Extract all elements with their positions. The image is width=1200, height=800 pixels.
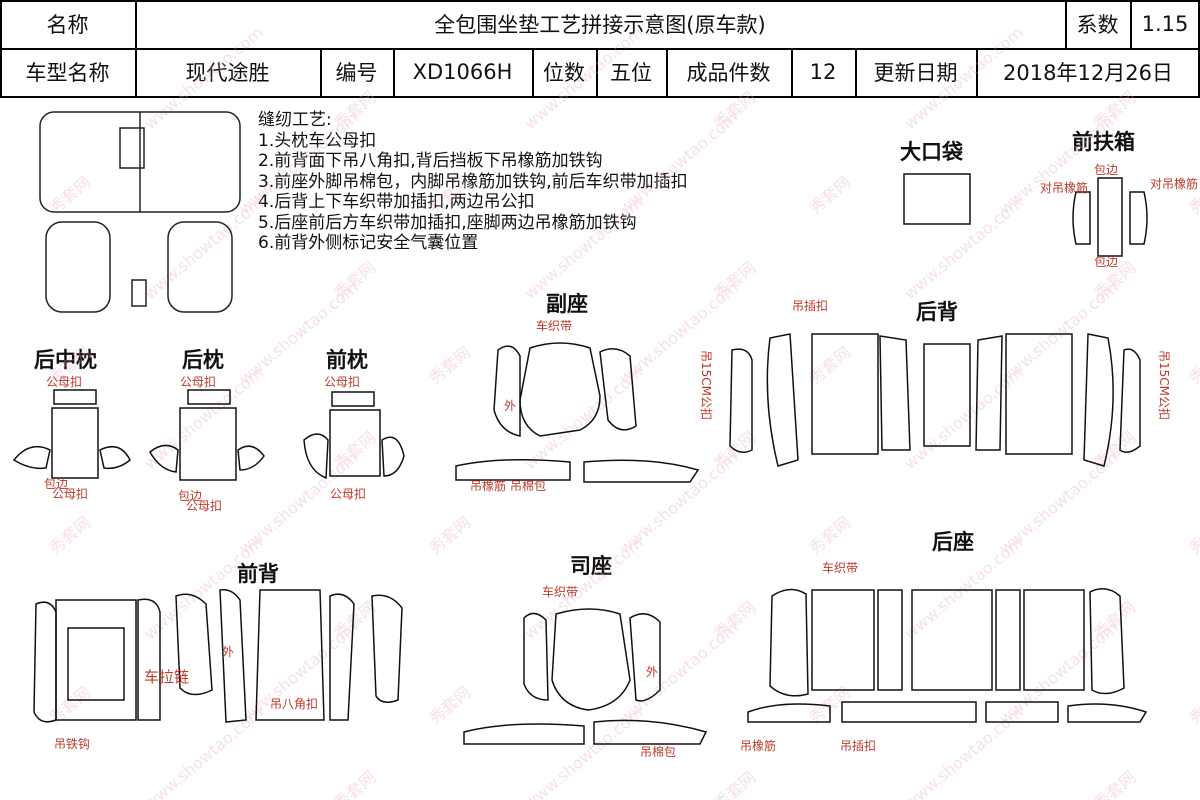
watermark-text: 秀套网 (425, 683, 474, 728)
watermark-text: www.showtao.com (520, 533, 646, 643)
watermark-text: www.showtao.com (900, 703, 1026, 800)
watermark-text: www.showtao.com (520, 703, 646, 800)
watermark-text: 秀套网 (805, 513, 854, 558)
annot-edge-binding: 包边 (44, 477, 68, 491)
title-front-back: 前背 (237, 562, 279, 586)
annot-pull-chain: 车拉链 (144, 668, 189, 686)
watermark-text: www.showtao.com (900, 23, 1026, 133)
annot-car-strap: 车织带 (536, 318, 572, 333)
annot-outer: 外 (646, 665, 658, 679)
front-back-pieces (33, 588, 403, 723)
watermark-text: www.showtao.com (900, 193, 1026, 303)
model-value: 现代途胜 (185, 61, 270, 85)
sewing-notes: 缝纫工艺: 1.头枕车公母扣 2.前背面下吊八角扣,背后挡板下吊橡筋加铁钩 3.… (258, 110, 688, 254)
watermark-text: www.showtao.com (520, 193, 646, 303)
title-rear-seat: 后座 (932, 530, 974, 554)
note-item: 1.头枕车公母扣 (258, 130, 377, 151)
watermark-text: 秀套网 (425, 343, 474, 388)
watermark-text: www.showtao.com (140, 193, 266, 303)
annot-male-female-snap: 公母扣 (330, 487, 366, 501)
seat-overview-sketch (39, 111, 241, 313)
note-item: 4.后背上下车织带加插扣,两边吊公扣 (258, 192, 535, 212)
rear-seat-pieces (747, 588, 1148, 723)
date-label: 更新日期 (873, 61, 958, 85)
watermark-text: 秀套网 (1185, 683, 1200, 728)
title-driver-seat: 司座 (570, 554, 612, 578)
annot-male-female-snap: 公母扣 (186, 499, 222, 513)
note-item: 5.后座前后方车织带加插扣,座脚两边吊橡筋加铁钩 (258, 212, 637, 233)
annot-pair-hang-elastic: 对吊橡筋 (1040, 180, 1088, 195)
passenger-seat-pieces (455, 342, 700, 483)
pieces-value: 12 (809, 60, 837, 84)
watermark-text: 秀套网 (1185, 513, 1200, 558)
annot-hang-insert-buckle: 吊插扣 (840, 739, 876, 753)
title-front-headrest: 前枕 (326, 348, 368, 372)
watermark-text: www.showtao.com (520, 363, 646, 473)
annot-hang-15cm-male: 吊15CM公扣 (699, 350, 713, 420)
annot-hang-octagon-buckle: 吊八角扣 (270, 697, 318, 711)
title-rear-headrest: 后枕 (182, 348, 224, 372)
annot-hang-cotton-pack: 吊棉包 (640, 745, 676, 759)
coef-label: 系数 (1076, 13, 1119, 37)
watermark-text: 秀套网 (330, 768, 379, 800)
title-big-pocket: 大口袋 (900, 140, 963, 164)
title-front-armrest: 前扶箱 (1072, 130, 1135, 154)
watermark-text: www.showtao.com (900, 533, 1026, 643)
annot-hang-insert-buckle: 吊插扣 (792, 299, 828, 313)
note-item: 2.前背面下吊八角扣,背后挡板下吊橡筋加铁钩 (258, 151, 603, 171)
seats-label: 位数 (543, 61, 585, 85)
annot-hang-elastic: 吊橡筋 (470, 478, 506, 493)
headrest-pieces (12, 389, 405, 481)
watermark-text: 秀套网 (425, 513, 474, 558)
front-armrest-pieces (1072, 177, 1148, 257)
annot-hang-iron-hook: 吊铁钩 (54, 737, 90, 751)
title-rear-middle-headrest: 后中枕 (34, 348, 97, 372)
title-rear-back: 后背 (916, 300, 958, 324)
annot-hang-15cm-male: 吊15CM公扣 (1157, 350, 1171, 420)
note-item: 3.前座外脚吊棉包，内脚吊橡筋加铁钩,前后车织带加插扣 (258, 171, 688, 192)
notes-heading: 缝纫工艺: (258, 110, 332, 130)
page-title: 全包围坐垫工艺拼接示意图(原车款) (434, 13, 766, 37)
annot-edge-binding: 包边 (1094, 255, 1118, 269)
pieces-label: 成品件数 (686, 61, 771, 85)
annot-hang-cotton-pack: 吊棉包 (510, 479, 546, 493)
watermark-text: 秀套网 (1185, 343, 1200, 388)
watermark-text: 秀套网 (425, 173, 474, 218)
code-value: XD1066H (412, 60, 513, 84)
watermark-text: www.showtao.com (900, 363, 1026, 473)
watermark-text: www.showtao.com (520, 23, 646, 133)
annot-outer: 外 (504, 399, 516, 413)
model-label: 车型名称 (25, 61, 110, 85)
annot-edge-binding: 包边 (1094, 163, 1118, 177)
watermark-text: 秀套网 (805, 173, 854, 218)
watermark-text: 秀套网 (45, 513, 94, 558)
annot-male-female-snap: 公母扣 (46, 375, 82, 389)
watermark-text: www.showtao.com (140, 23, 266, 133)
date-value: 2018年12月26日 (1003, 61, 1173, 85)
annot-edge-binding: 包边 (178, 489, 202, 503)
annot-hang-elastic: 吊橡筋 (740, 738, 776, 753)
driver-seat-pieces (463, 608, 708, 745)
annot-pair-hang-elastic: 对吊橡筋 (1150, 176, 1198, 191)
coef-value: 1.15 (1141, 12, 1189, 36)
watermark-text: 秀套网 (1090, 768, 1139, 800)
big-pocket-piece (903, 173, 971, 225)
annot-male-female-snap: 公母扣 (180, 375, 216, 389)
annot-car-strap: 车织带 (542, 584, 578, 599)
note-item: 6.前背外侧标记安全气囊位置 (258, 233, 479, 253)
code-label: 编号 (335, 61, 378, 85)
annot-car-strap: 车织带 (822, 560, 858, 575)
seats-value: 五位 (610, 61, 652, 85)
annot-outer: 外 (222, 645, 234, 659)
name-label: 名称 (46, 13, 89, 37)
title-passenger-seat: 副座 (546, 292, 588, 316)
rear-back-pieces (729, 333, 1141, 467)
annot-male-female-snap: 公母扣 (324, 375, 360, 389)
annot-male-female-snap: 公母扣 (52, 487, 88, 501)
watermark-text: 秀套网 (710, 768, 759, 800)
